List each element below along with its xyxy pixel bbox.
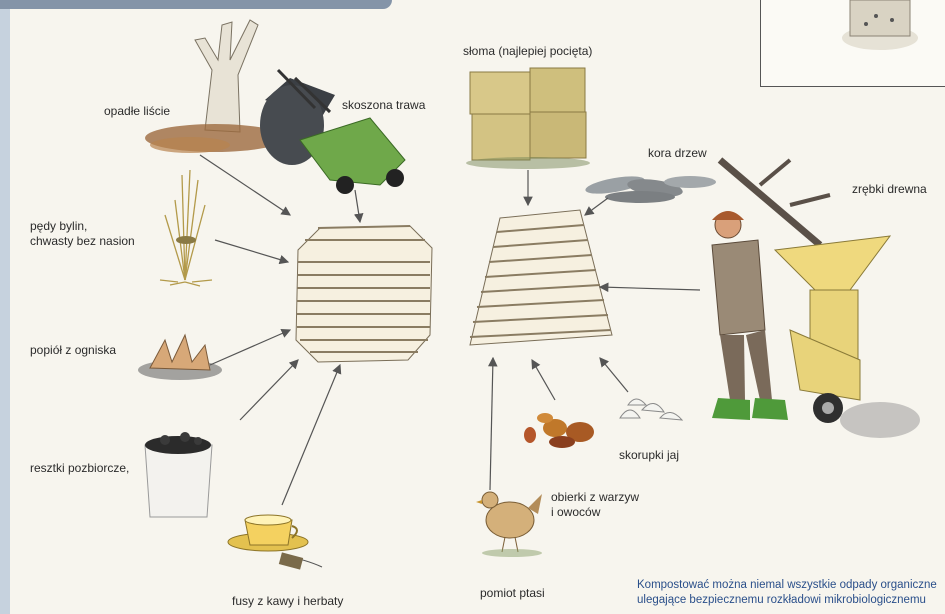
label-perennial-stems: pędy bylin,: [30, 219, 87, 233]
label-straw: słoma (najlepiej pocięta): [463, 44, 592, 58]
caption-line2: ulegające bezpiecznemu rozkładowi mikrob…: [637, 593, 937, 608]
compost-bin-hexagonal: [296, 226, 432, 362]
label-coffee-tea-grounds: fusy z kawy i herbaty: [232, 594, 343, 608]
campfire-ash-drawing: [138, 335, 222, 380]
coffee-cup-drawing: [228, 515, 322, 570]
straw-bale-drawing: [466, 68, 590, 169]
scraps-bucket-drawing: [145, 432, 212, 517]
chicken-drawing: [476, 492, 542, 557]
fruit-peels-drawing: [524, 413, 594, 448]
label-mown-grass: skoszona trawa: [342, 98, 425, 112]
label-campfire-ash: popiół z ogniska: [30, 343, 116, 357]
label-peels-line2: i owoców: [551, 505, 600, 519]
bark-pieces-drawing: [584, 173, 716, 203]
eggshells-drawing: [620, 399, 682, 420]
label-eggshells: skorupki jaj: [619, 448, 679, 462]
inset-bin-drawing: [842, 0, 918, 50]
caption-line1: Kompostować można niemal wszystkie odpad…: [637, 578, 937, 593]
man-with-shredder-drawing: [712, 160, 920, 438]
caption: Kompostować można niemal wszystkie odpad…: [637, 578, 937, 608]
label-fallen-leaves: opadłe liście: [104, 104, 170, 118]
label-harvest-scraps: resztki pozbiorcze,: [30, 461, 129, 475]
compost-bin-pyramid: [470, 210, 612, 345]
label-peels-line1: obierki z warzyw: [551, 490, 639, 504]
label-weeds: chwasty bez nasion: [30, 234, 135, 248]
label-tree-bark: kora drzew: [648, 146, 707, 160]
lawn-mower-drawing: [260, 70, 405, 194]
grass-bundle-drawing: [160, 170, 212, 286]
label-bird-manure: pomiot ptasi: [480, 586, 545, 600]
label-wood-chips: zrębki drewna: [852, 182, 927, 196]
